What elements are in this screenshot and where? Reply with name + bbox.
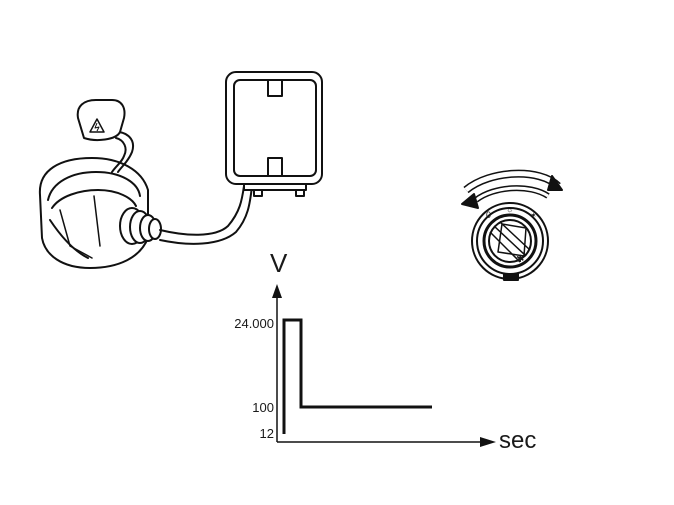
svg-text:0: 0 [486, 210, 491, 220]
rotary-light-switch-icon: 0 ☼ ✶ ✱ [461, 169, 563, 281]
svg-text:✶: ✶ [530, 211, 537, 220]
svg-text:☼: ☼ [506, 205, 513, 214]
ballast-unit-icon [225, 71, 323, 197]
svg-text:✱: ✱ [516, 254, 524, 265]
bulb-with-igniter-icon [38, 130, 253, 269]
x-axis-label: sec [499, 427, 536, 454]
tick-label-24000: 24.000 [234, 316, 274, 331]
voltage-curve [282, 318, 432, 434]
tick-label-100: 100 [252, 400, 274, 415]
y-axis-arrow [272, 284, 282, 298]
voltage-graph: V sec 24.000 100 12 [234, 248, 536, 454]
x-axis-arrow [480, 437, 496, 447]
high-voltage-warning-cap-icon [76, 99, 126, 141]
tick-label-12: 12 [260, 426, 274, 441]
y-axis-label: V [270, 248, 288, 278]
